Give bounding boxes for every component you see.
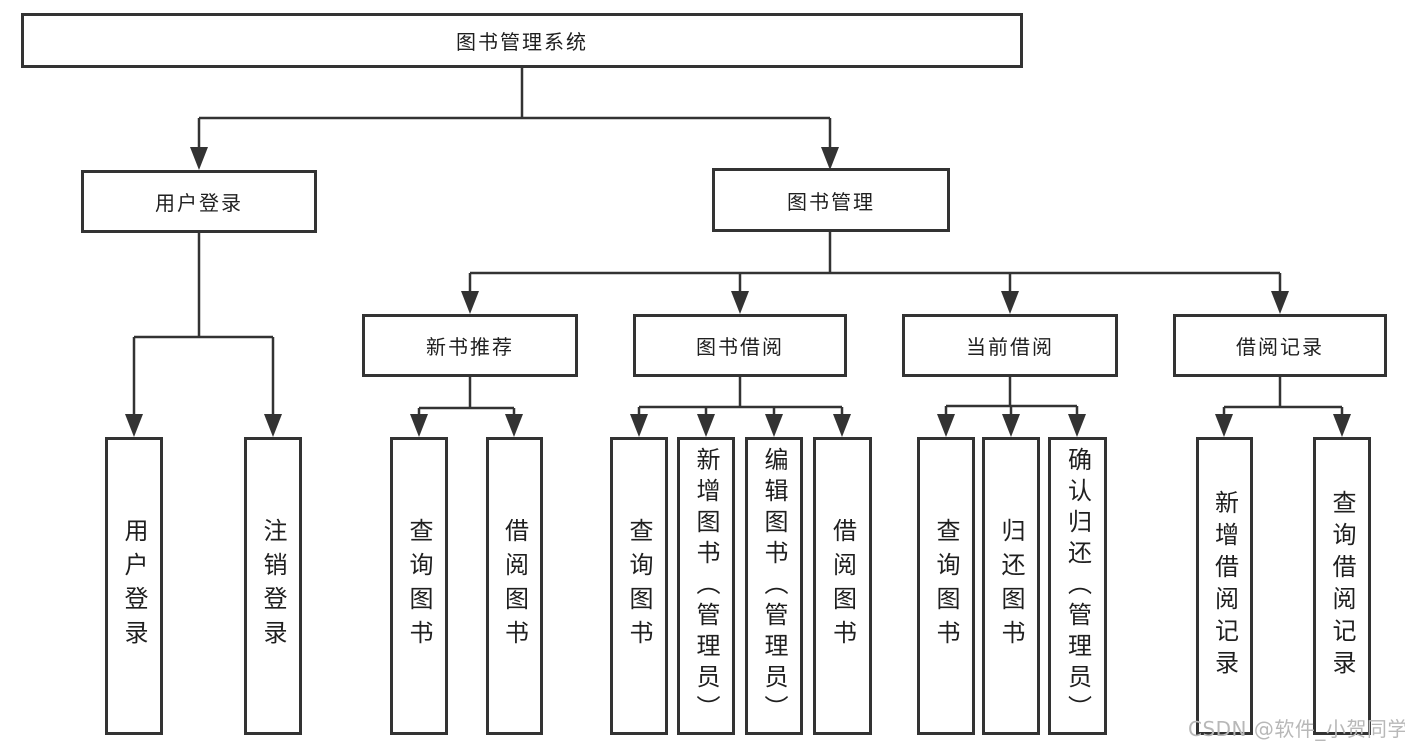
node-user-login: 用户登录 bbox=[81, 170, 317, 233]
arrow-icon bbox=[461, 291, 479, 314]
node-label: 借阅图书 bbox=[500, 518, 529, 654]
leaf-query-borrow-record: 查询借阅记录 bbox=[1313, 437, 1371, 735]
arrow-icon bbox=[410, 414, 428, 437]
node-label: 查询图书 bbox=[405, 518, 433, 654]
arrow-icon bbox=[125, 414, 143, 437]
leaf-logout: 注销登录 bbox=[244, 437, 302, 735]
node-label: 当前借阅 bbox=[966, 335, 1054, 359]
arrow-icon bbox=[505, 414, 523, 437]
leaf-add-borrow-record: 新增借阅记录 bbox=[1196, 437, 1253, 735]
leaf-edit-books-admin: 编辑图书（管理员） bbox=[745, 437, 803, 735]
arrow-icon bbox=[1002, 414, 1020, 437]
node-label: 新增图书（管理员） bbox=[692, 446, 720, 726]
node-label: 用户登录 bbox=[155, 191, 243, 215]
leaf-add-books-admin: 新增图书（管理员） bbox=[677, 437, 735, 735]
arrow-icon bbox=[630, 414, 648, 437]
node-label: 查询借阅记录 bbox=[1328, 490, 1356, 682]
leaf-query-books-current: 查询图书 bbox=[917, 437, 975, 735]
node-label: 图书管理系统 bbox=[456, 30, 588, 54]
arrow-icon bbox=[264, 414, 282, 437]
node-new-book-recommend: 新书推荐 bbox=[362, 314, 578, 377]
arrow-icon bbox=[1068, 414, 1086, 437]
arrow-icon bbox=[821, 147, 839, 170]
node-current-borrow: 当前借阅 bbox=[902, 314, 1118, 377]
node-label: 借阅图书 bbox=[828, 518, 857, 654]
branch-new-book bbox=[417, 375, 516, 420]
node-label: 图书借阅 bbox=[696, 335, 784, 359]
branch-borrow-records bbox=[1222, 375, 1344, 420]
node-borrow-records: 借阅记录 bbox=[1173, 314, 1387, 377]
node-label: 注销登录 bbox=[259, 518, 287, 654]
leaf-borrow-books-recommend: 借阅图书 bbox=[486, 437, 543, 735]
arrow-icon bbox=[937, 414, 955, 437]
arrow-icon bbox=[1271, 291, 1289, 314]
arrow-icon bbox=[765, 414, 783, 437]
arrowheads bbox=[125, 147, 1351, 437]
node-label: 新书推荐 bbox=[426, 335, 514, 359]
node-book-management: 图书管理 bbox=[712, 168, 950, 232]
arrow-icon bbox=[1215, 414, 1233, 437]
node-label: 查询图书 bbox=[625, 518, 653, 654]
leaf-query-books-borrow: 查询图书 bbox=[610, 437, 668, 735]
csdn-watermark: CSDN @软件_小贺同学 bbox=[1188, 717, 1405, 741]
node-label: 新增借阅记录 bbox=[1210, 490, 1239, 682]
leaf-borrow-books: 借阅图书 bbox=[813, 437, 872, 735]
branch-current-borrow bbox=[944, 375, 1079, 420]
arrow-icon bbox=[731, 291, 749, 314]
node-label: 归还图书 bbox=[997, 518, 1025, 654]
node-library-system: 图书管理系统 bbox=[21, 13, 1023, 68]
node-label: 用户登录 bbox=[120, 518, 148, 654]
arrow-icon bbox=[1001, 291, 1019, 314]
leaf-confirm-return-admin: 确认归还（管理员） bbox=[1048, 437, 1107, 735]
arrow-icon bbox=[1333, 414, 1351, 437]
node-label: 借阅记录 bbox=[1236, 335, 1324, 359]
node-label: 查询图书 bbox=[932, 518, 960, 654]
leaf-return-books: 归还图书 bbox=[982, 437, 1040, 735]
branch-book-borrow bbox=[637, 375, 844, 420]
leaf-user-login: 用户登录 bbox=[105, 437, 163, 735]
branch-user-login bbox=[132, 231, 275, 420]
node-label: 图书管理 bbox=[787, 189, 875, 214]
arrow-icon bbox=[833, 414, 851, 437]
leaf-query-books-recommend: 查询图书 bbox=[390, 437, 448, 735]
node-label: 编辑图书（管理员） bbox=[760, 446, 788, 726]
branch-book-management bbox=[468, 231, 1282, 298]
arrow-icon bbox=[697, 414, 715, 437]
node-book-borrow: 图书借阅 bbox=[633, 314, 847, 377]
branch-root bbox=[197, 66, 832, 152]
arrow-icon bbox=[190, 147, 208, 170]
node-label: 确认归还（管理员） bbox=[1063, 446, 1092, 726]
